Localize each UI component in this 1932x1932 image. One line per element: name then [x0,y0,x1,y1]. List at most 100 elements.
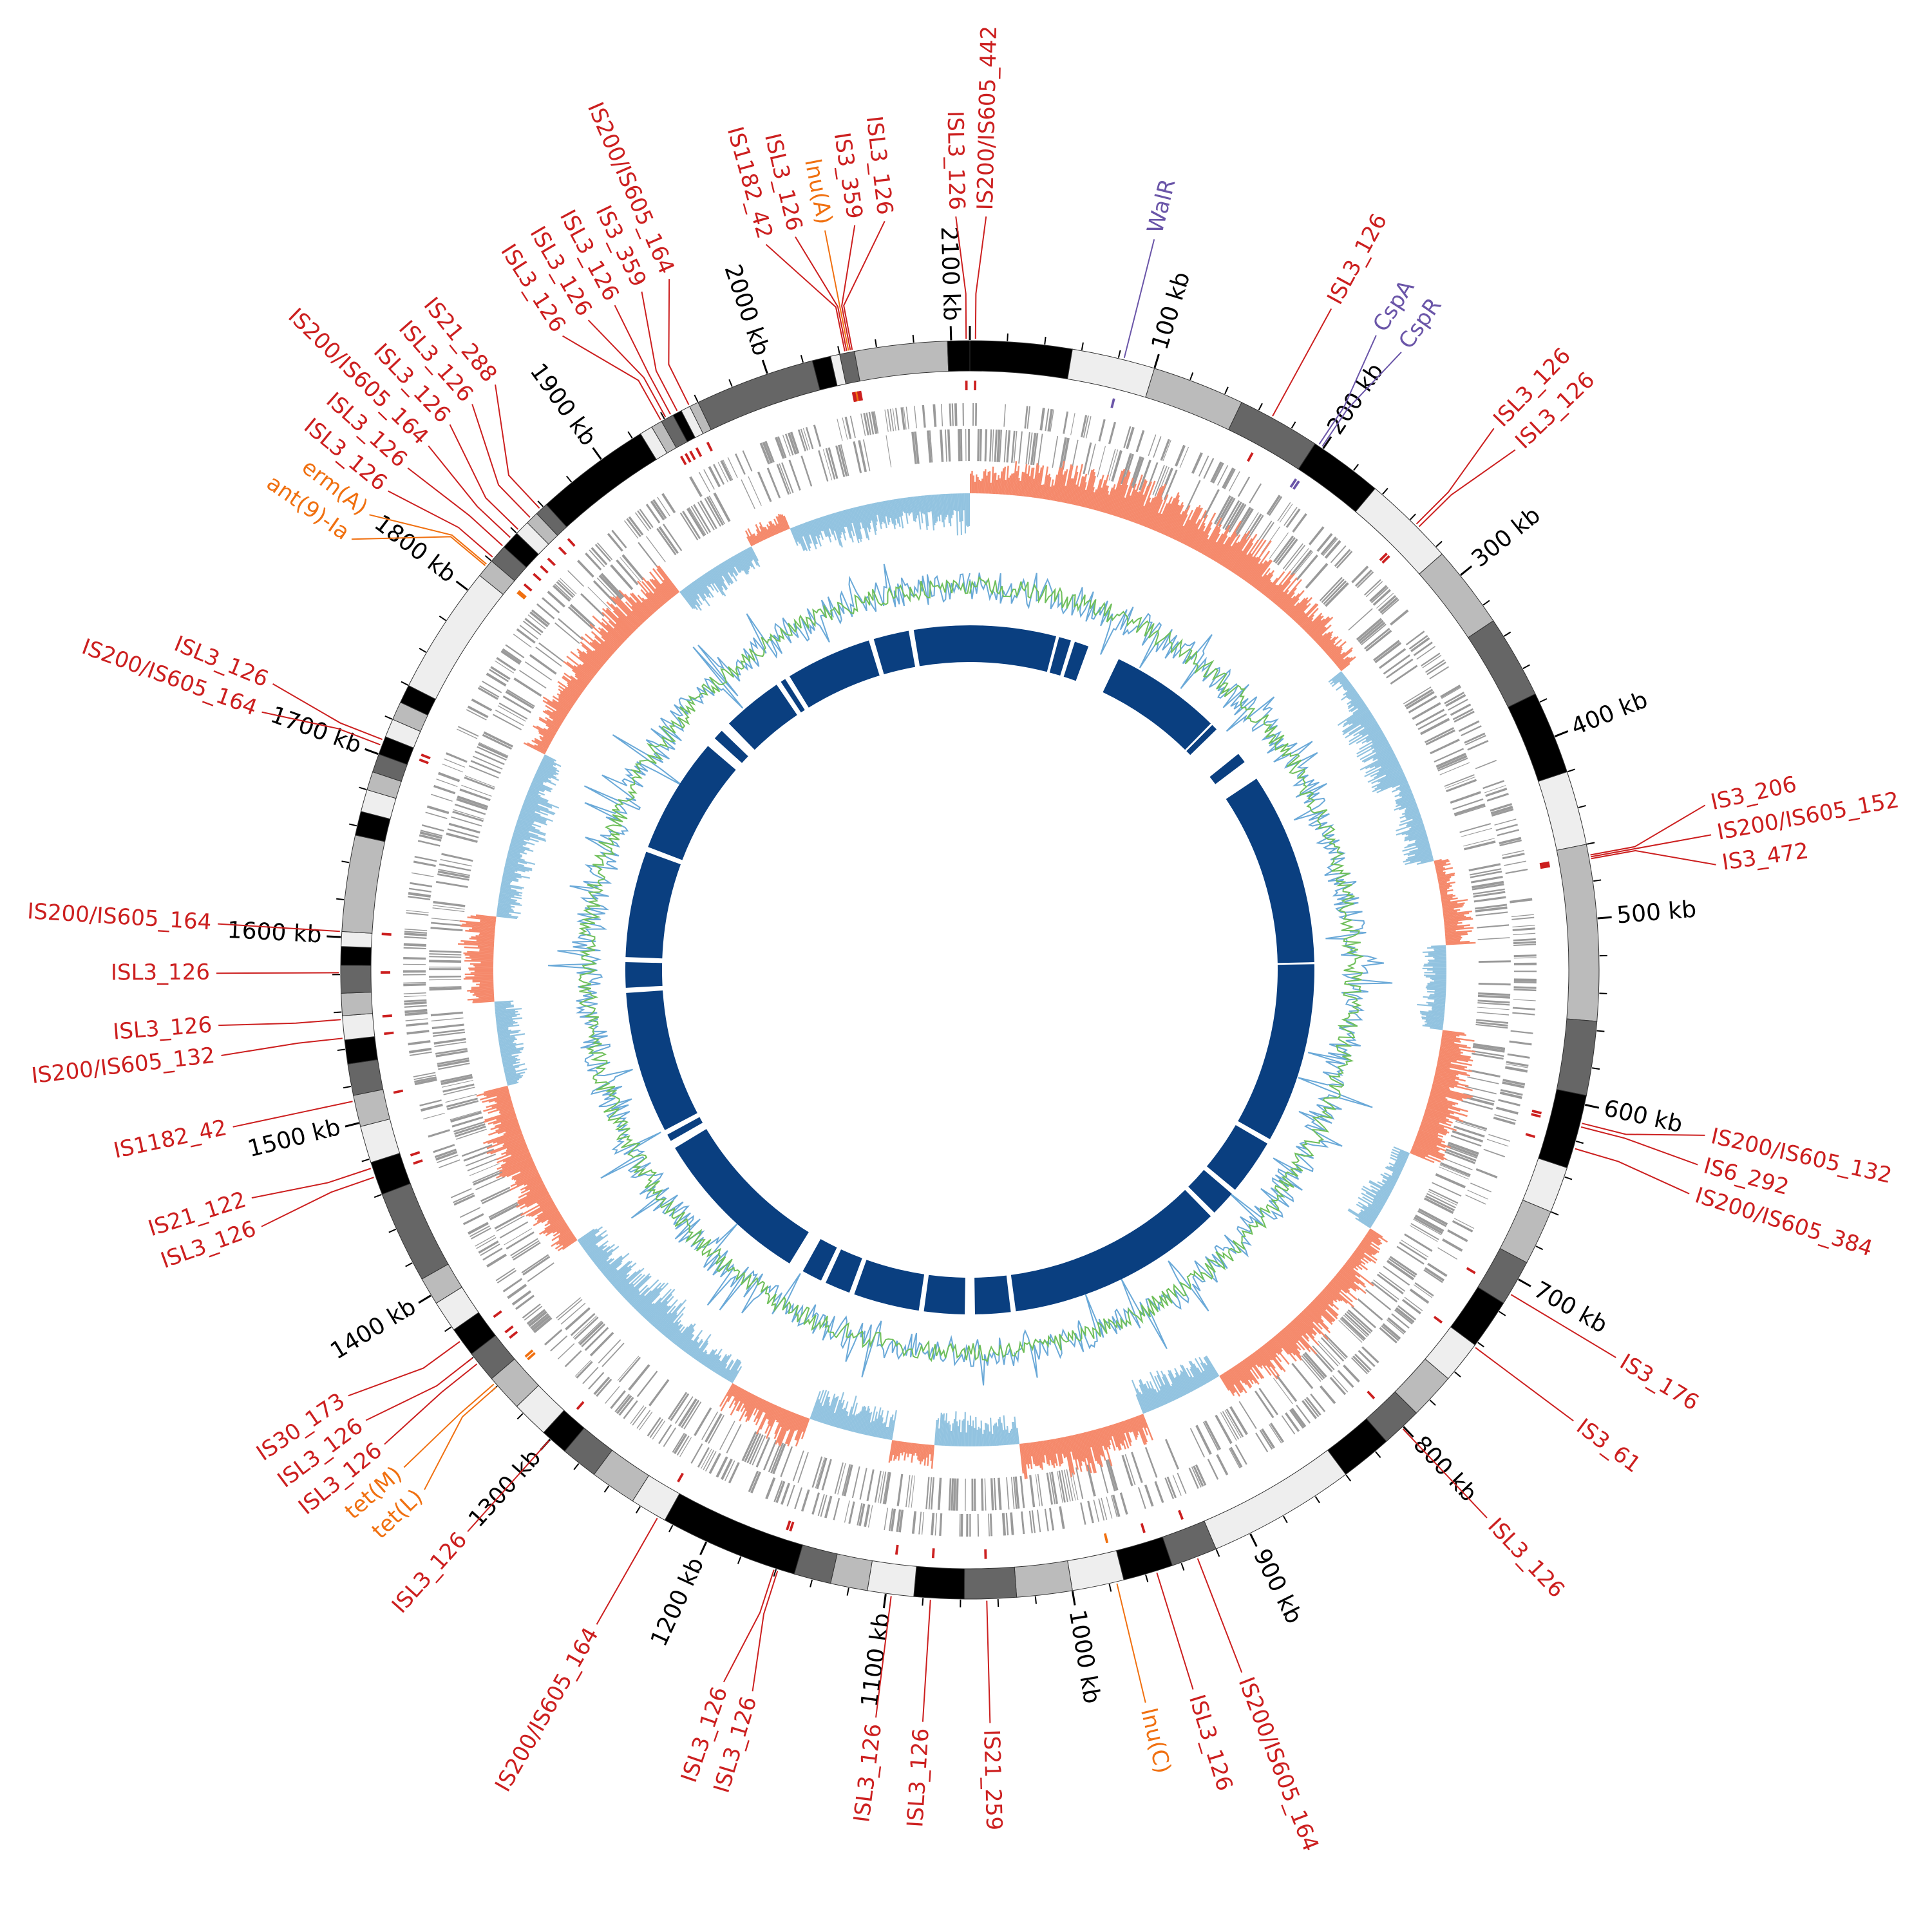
gc-skew-bar [1395,798,1416,808]
gene-block [505,644,525,659]
gene-block [721,1458,733,1481]
gc-skew-bar [641,577,665,605]
gene-block [679,512,699,541]
gc-skew-bar [1230,538,1253,572]
gene-block [1172,1474,1182,1496]
gene-block [1445,694,1466,707]
gc-skew-bar [534,775,556,786]
gc-skew-bar [542,699,567,717]
gc-skew-bar [1434,999,1446,1002]
tick-mark [1564,1176,1573,1180]
gene-block [649,1379,670,1406]
gc-skew-bar [844,509,854,543]
feature-leader-line [365,1358,473,1421]
gc-skew-bar [496,1019,513,1023]
gc-skew-bar [1363,1236,1372,1243]
gc-skew-bar [1371,772,1405,788]
gc-skew-bar [895,498,901,527]
gc-skew-bar [1432,1009,1445,1012]
gc-skew-bar [1191,522,1206,549]
gene-block [431,922,464,927]
gc-skew-bar [1283,593,1300,612]
gene-block [1414,1217,1443,1235]
gene-block [999,430,1003,462]
gc-skew-bar [692,582,710,607]
gc-skew-bar [1325,1285,1343,1302]
gc-skew-bar [1423,1115,1452,1126]
gc-skew-bar [906,497,911,516]
gc-skew-bar [589,1245,604,1258]
gc-skew-bar [1444,930,1456,933]
gc-skew-bar [994,1423,997,1446]
tick-mark [728,379,733,387]
gene-block [775,437,785,459]
contig-segment [340,965,372,994]
gc-skew-bar [1343,682,1351,689]
tick-mark [800,355,804,363]
tick-mark [374,1193,382,1198]
gc-skew-bar [538,717,560,730]
gene-block [1506,1063,1528,1068]
gc-skew-bar [706,572,715,584]
gc-skew-bar [1434,860,1450,866]
gc-skew-bar [1157,1374,1171,1403]
coverage-block [625,851,681,959]
gene-block [1046,1472,1054,1505]
gc-skew-bar [927,1444,931,1466]
gene-block [578,1320,602,1344]
gene-block [703,469,715,490]
gene-block [404,936,427,939]
gene-block [914,431,920,464]
gc-skew-bar [1395,793,1414,802]
gc-skew-bar [1187,509,1208,547]
gc-skew-bar [1246,551,1271,583]
gc-skew-bar [637,580,661,609]
gc-skew-bar [1367,1231,1381,1242]
gc-skew-bar [1331,1279,1347,1294]
gc-skew-bar [1153,513,1162,531]
gc-skew-bar [474,974,494,977]
gc-skew-bar [558,688,577,702]
gc-skew-bar [524,799,549,811]
gene-block [1477,999,1510,1004]
gc-skew-bar [1424,1112,1450,1121]
gc-skew-bar [1199,538,1209,553]
gc-skew-bar [1405,830,1426,839]
gene-block [1238,1401,1257,1430]
tick-label: 1900 kb [525,359,601,451]
gc-skew-bar [767,1405,777,1425]
gc-skew-bar [540,762,560,773]
gc-skew-bar [1437,1059,1451,1064]
tick-label: 2100 kb [936,226,965,321]
gc-skew-bar [645,598,657,612]
gene-block [421,824,444,832]
gc-skew-bar [645,1302,661,1320]
gc-skew-bar [1306,615,1324,634]
gc-skew-bar [1296,612,1306,623]
gc-skew-bar [1101,491,1110,513]
gene-block [701,1448,712,1469]
gc-skew-bar [888,1440,894,1463]
gc-skew-bar [549,1216,563,1226]
gc-skew-bar [1160,492,1180,534]
gc-skew-bar [582,1229,607,1249]
gene-block [475,1176,506,1191]
gene-block [616,1395,632,1414]
gc-skew-bar [496,1021,515,1025]
gc-skew-bar [587,1245,599,1255]
gc-skew-bar [506,1078,520,1083]
gc-skew-bar [1359,1242,1377,1255]
gc-skew-bar [1215,520,1242,563]
gene-block [1261,526,1280,553]
gc-skew-bar [1343,714,1373,734]
gc-skew-bar [1328,641,1347,658]
gc-skew-bar [469,929,495,933]
gc-skew-bar [1370,1185,1390,1197]
gene-block [1428,1191,1457,1206]
gc-skew-bar [964,493,967,534]
gene-block [404,928,428,931]
gc-skew-bar [1408,829,1426,837]
feature-leader-line [843,221,886,350]
gc-skew-bar [1133,1417,1146,1445]
gc-skew-bar [1341,1266,1365,1285]
